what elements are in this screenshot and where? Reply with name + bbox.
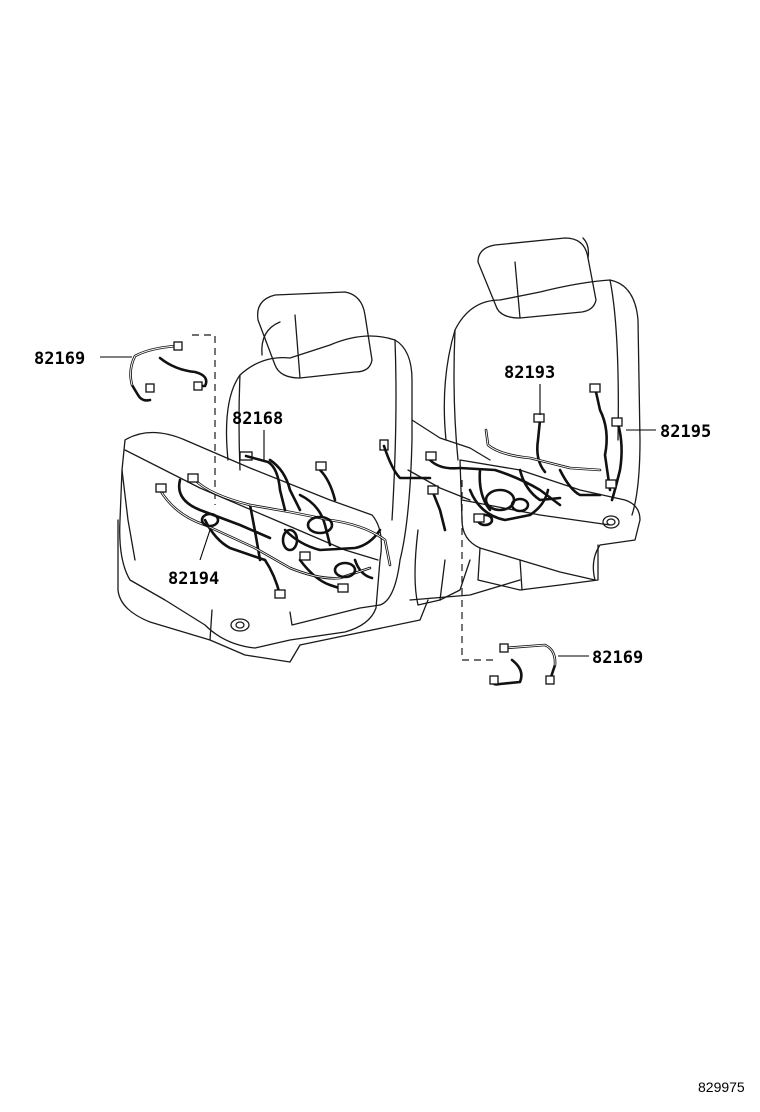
- label-82169-lower: 82169: [592, 648, 643, 668]
- harness-82194: [155, 439, 392, 599]
- label-82169-upper: 82169: [34, 349, 85, 369]
- center-console: [407, 419, 521, 606]
- leader-lines: [100, 356, 656, 657]
- label-82194: 82194: [168, 569, 219, 589]
- callout-dashed-lines: [192, 334, 495, 661]
- right-seat: [443, 237, 641, 591]
- harness-82168: [244, 444, 432, 512]
- left-seat: [117, 291, 429, 663]
- sub-harness-82169-upper: [129, 341, 208, 402]
- label-82168: 82168: [232, 409, 283, 429]
- harness-82193: [425, 383, 623, 532]
- label-82195: 82195: [660, 422, 711, 442]
- label-82193: 82193: [504, 363, 555, 383]
- diagram-reference-number: 829975: [698, 1079, 745, 1095]
- sub-harness-82169-lower: [489, 643, 557, 686]
